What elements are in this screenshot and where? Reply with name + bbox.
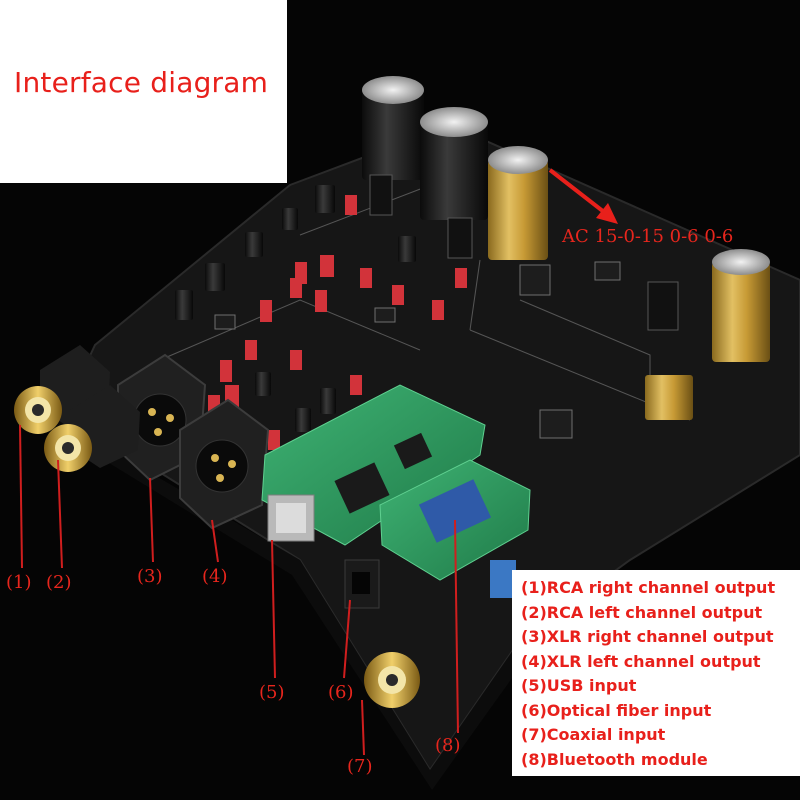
ics: [214, 261, 621, 439]
power-arrow: [548, 168, 618, 224]
callout-2: (2): [46, 572, 72, 593]
callout-6: (6): [328, 682, 354, 703]
gold-capacitors: [488, 146, 770, 420]
legend-item-usb: (5)USB input: [521, 676, 637, 695]
legend-item-bluetooth: (8)Bluetooth module: [521, 749, 708, 769]
rca-jacks: [14, 345, 140, 472]
legend-item-rca-right: (1)RCA right channel output: [521, 578, 776, 597]
power-input-label: AC 15-0-15 0-6 0-6: [562, 226, 734, 247]
legend-item-optical: (6)Optical fiber input: [521, 700, 712, 720]
callout-5: (5): [259, 682, 285, 703]
legend-panel: (1)RCA right channel output (2)RCA left …: [512, 570, 800, 776]
legend-item-xlr-left: (4)XLR left channel output: [521, 651, 761, 671]
legend-list: (1)RCA right channel output (2)RCA left …: [512, 570, 800, 772]
callout-7: (7): [347, 756, 373, 777]
usb-module: [261, 384, 486, 546]
xlr-connectors: [117, 353, 270, 530]
regulators: [369, 174, 679, 331]
legend-item-rca-left: (2)RCA left channel output: [521, 602, 763, 622]
legend-item-xlr-right: (3)XLR right channel output: [521, 627, 774, 646]
callout-1: (1): [6, 572, 32, 593]
title-panel: Interface diagram: [0, 0, 287, 183]
legend-item-coaxial: (7)Coaxial input: [521, 725, 666, 744]
callout-4: (4): [202, 566, 228, 587]
leader-lines: [19, 424, 459, 756]
callout-8: (8): [435, 735, 461, 756]
callout-3: (3): [137, 566, 163, 587]
input-jacks: [344, 559, 516, 708]
black-capacitors: [175, 76, 488, 432]
page-title: Interface diagram: [14, 66, 269, 99]
